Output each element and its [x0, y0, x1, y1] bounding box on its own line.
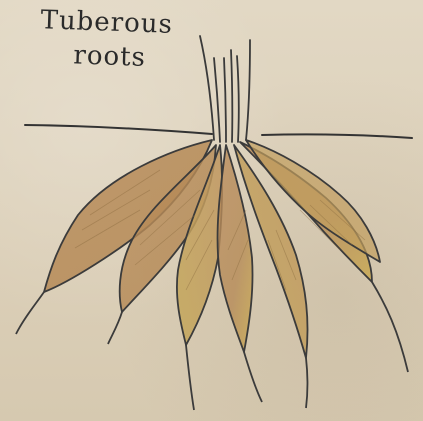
tuberous-root-group [16, 140, 408, 410]
stem-bundle [200, 36, 250, 142]
